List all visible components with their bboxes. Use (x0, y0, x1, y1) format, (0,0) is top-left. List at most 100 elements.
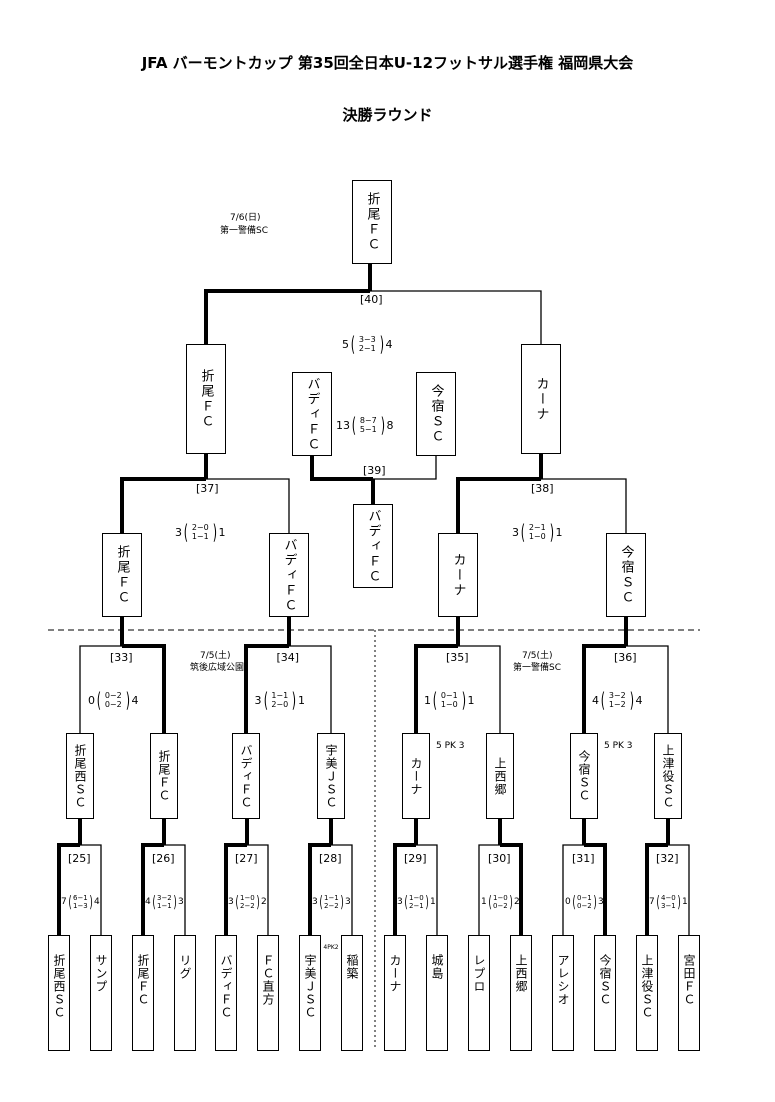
qf-half-2: 2−0 (271, 700, 289, 709)
finalist-right-box: カーナ (521, 344, 561, 454)
entrant-box: サンプ (90, 935, 112, 1051)
final-half-2: 2−1 (358, 344, 376, 353)
semi-37-team-b-box: バディＦＣ (269, 533, 309, 617)
entrant-box: ＦＣ直方 (257, 935, 279, 1051)
qf-team-a: 折尾西ＳＣ (73, 743, 87, 809)
third-winner-name: バディＦＣ (365, 508, 381, 584)
paren-open: ( (488, 892, 492, 911)
r1-half-2: 0−2 (492, 902, 508, 910)
semi-37-right: 1 (218, 525, 226, 539)
qf-score-right: 4 (635, 693, 643, 707)
r1-line-b (247, 844, 269, 935)
final-date: 7/6(日) (230, 213, 261, 223)
r1-number: [26] (152, 852, 175, 865)
semi-38-team-a-box: カーナ (438, 533, 478, 617)
r1-score-left: 0 (565, 897, 571, 907)
third-score-right: 8 (386, 418, 394, 432)
r1-half-1: 1−0 (408, 894, 424, 902)
qf-team-a-box: カーナ (402, 733, 430, 819)
r1-line-a (57, 843, 80, 935)
finalist-left-name: 折尾ＦＣ (198, 369, 214, 429)
qf-number: [34] (276, 651, 300, 664)
qf-half-2: 1−2 (608, 700, 626, 709)
r1-number: [27] (235, 852, 258, 865)
qf-team-b: 折尾ＦＣ (157, 750, 171, 802)
r1-line-a (224, 843, 247, 935)
r1-half-2: 1−1 (156, 902, 172, 910)
paren-open: ( (96, 688, 102, 712)
third-team-b-name: 今宿ＳＣ (428, 384, 444, 444)
semi-38-right: 1 (555, 525, 563, 539)
paren-open: ( (152, 892, 156, 911)
paren-open: ( (263, 688, 268, 712)
r1-line-a (393, 843, 416, 935)
semi-37-lose (206, 478, 290, 533)
qf-34-lose (289, 645, 332, 735)
r1-score-left: 3 (228, 897, 234, 907)
entrant-box: 折尾西ＳＣ (48, 935, 70, 1051)
semi-38-lose (541, 478, 627, 533)
r1-half-1: 6−1 (72, 894, 88, 902)
qf-34-win (244, 644, 289, 735)
qf-33-lose (79, 645, 122, 735)
final-score-left: 5 (342, 337, 349, 351)
semi-38-number: [38] (531, 482, 554, 495)
paren-open: ( (432, 688, 438, 712)
paren-close: ) (340, 892, 344, 911)
third-half-1: 8−7 (359, 416, 377, 425)
entrant-box: 宮田ＦＣ (678, 935, 700, 1051)
qf-36-win (582, 644, 626, 735)
qf-score-right: 1 (298, 693, 306, 707)
r1-line-b (416, 844, 438, 935)
paren-close: ) (629, 688, 634, 712)
r1-number: [25] (68, 852, 91, 865)
r1-line-a (562, 844, 584, 935)
entrant-name: 折尾西ＳＣ (52, 954, 66, 1019)
qf-team-b-box: 上西郷 (486, 733, 514, 819)
paren-open: ( (68, 892, 72, 911)
r1-number: [28] (319, 852, 342, 865)
r1-line-a (308, 843, 331, 935)
entrant-box: バディＦＣ (215, 935, 237, 1051)
r1-score-left: 1 (481, 897, 487, 907)
paren-open: ( (183, 520, 189, 544)
r1-half-2: 3−1 (660, 902, 676, 910)
r1-half-2: 0−2 (576, 902, 592, 910)
r1-line-b (668, 844, 690, 935)
entrant-box: アレシオ (552, 935, 574, 1051)
qf-team-a: 今宿ＳＣ (577, 750, 591, 802)
r1-half-1: 4−0 (660, 894, 676, 902)
entrant-name: 宮田ＦＣ (682, 954, 696, 1006)
qf-score-left: 4 (592, 693, 599, 707)
paren-open: ( (600, 688, 606, 712)
semi-37-win (120, 477, 206, 533)
final-win-line (204, 289, 370, 346)
third-lose-line (373, 455, 437, 480)
r1-number: [31] (572, 852, 595, 865)
r1-score-left: 7 (61, 897, 67, 907)
r1-score-right: 1 (682, 897, 688, 907)
qf-team-a: バディＦＣ (239, 743, 253, 809)
third-team-a-name: バディＦＣ (304, 376, 320, 452)
qf-team-b-box: 折尾ＦＣ (150, 733, 178, 819)
r1-line-b (80, 844, 102, 935)
paren-close: ) (380, 413, 385, 437)
r1-line-b (331, 844, 353, 935)
entrant-box: 稲築 (341, 935, 363, 1051)
third-score-left: 13 (336, 418, 350, 432)
r1-number: [30] (488, 852, 511, 865)
final-lose-line (370, 290, 542, 346)
page-subtitle: 決勝ラウンド (342, 106, 433, 124)
